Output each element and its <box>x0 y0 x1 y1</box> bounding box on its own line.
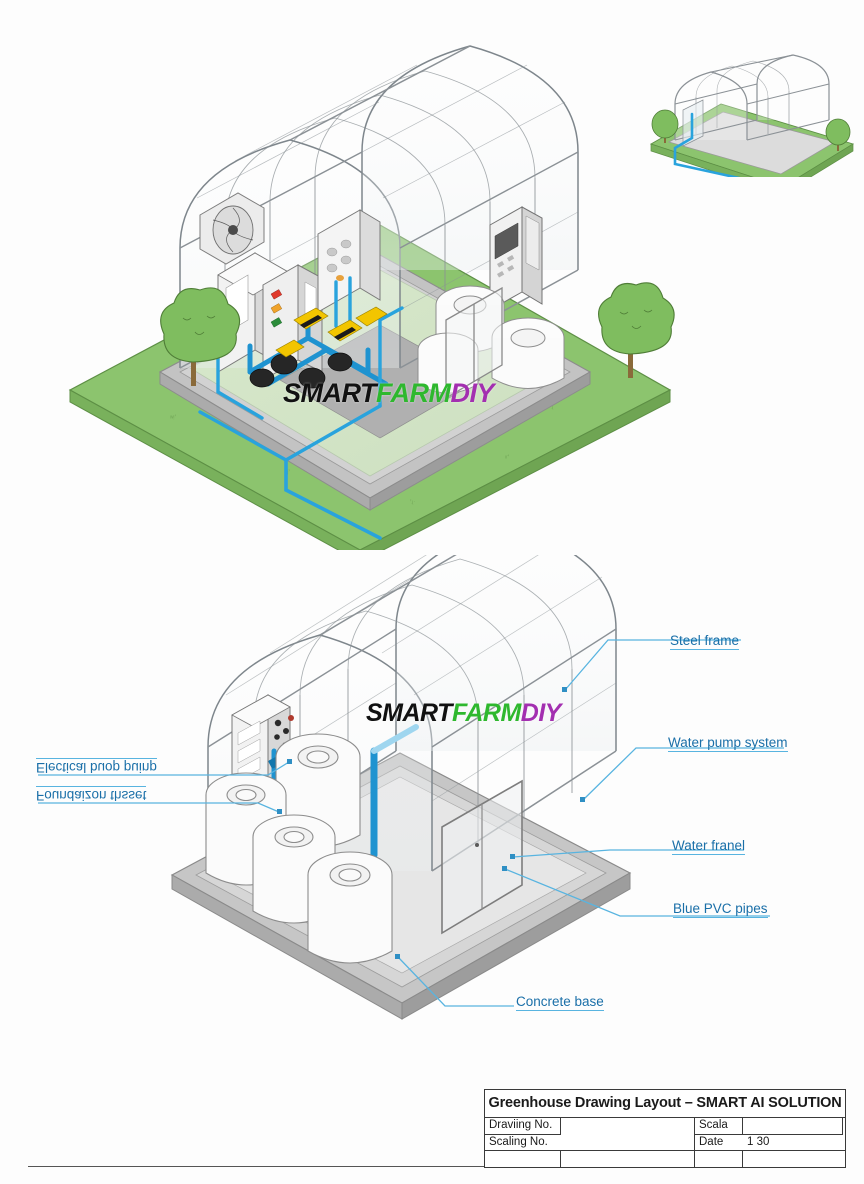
label-date: Date <box>695 1134 743 1150</box>
title-block-right-labels: Scala Date <box>695 1118 743 1150</box>
watermark-farm: FARM <box>376 378 451 408</box>
door-frame <box>445 286 503 400</box>
svg-text:ʻʵ: ʻʵ <box>550 404 554 412</box>
title-block-left-labels: Draviing No. Scaling No. <box>485 1118 561 1150</box>
label-scaling-no: Scaling No. <box>485 1134 561 1150</box>
door-frame-lower <box>441 779 523 935</box>
lower-isometric-view <box>170 555 632 1020</box>
spare-cell-3[interactable] <box>695 1151 743 1167</box>
annotation-concrete-base: Concrete base <box>516 994 604 1011</box>
annotation-water-franel: Water franel <box>672 838 746 855</box>
annotation-foundation-sheet: Foundaizon thsset <box>36 786 147 803</box>
annotation-blue-pvc-pipes: Blue PVC pipes <box>673 901 768 918</box>
watermark-smart: SMART <box>366 699 452 727</box>
svg-text:ʷᵎʻ: ʷᵎʻ <box>169 414 176 422</box>
blue-branch-pipe <box>371 724 419 754</box>
value-drawing-no[interactable] <box>561 1118 695 1150</box>
spare-cell-4[interactable] <box>743 1151 843 1167</box>
value-scala[interactable] <box>743 1118 843 1134</box>
watermark-top: SMARTFARMDIY <box>283 378 495 409</box>
title-block-right-values: 1 30 <box>743 1118 843 1150</box>
tank-front <box>307 851 393 964</box>
spare-cell-2[interactable] <box>561 1151 695 1167</box>
spare-cell-1[interactable] <box>485 1151 561 1167</box>
svg-text:ᶦʳʻ: ᶦʳʻ <box>505 454 510 462</box>
title-block-body: Draviing No. Scaling No. Scala Date 1 30 <box>485 1118 845 1151</box>
label-scala: Scala <box>695 1118 743 1134</box>
watermark-bottom: SMARTFARMDIY <box>366 699 561 728</box>
watermark-farm: FARM <box>451 699 521 727</box>
sheet-bottom-rule <box>28 1166 844 1167</box>
label-drawing-no: Draviing No. <box>485 1118 561 1134</box>
thumbnail-isometric-view <box>649 54 855 177</box>
thumbnail-tree-right <box>825 118 851 151</box>
exhaust-fan <box>199 192 265 265</box>
title-block-title: Greenhouse Drawing Layout – SMART AI SOL… <box>485 1090 845 1118</box>
annotation-water-pump-system: Water pump system <box>668 735 788 752</box>
tree-left <box>160 287 241 386</box>
tree-right <box>598 282 675 378</box>
thumbnail-pipe <box>673 112 741 177</box>
controller-cabinet-right <box>489 206 543 311</box>
annotation-steel-frame: Steel frame <box>670 633 740 650</box>
pump-skid <box>198 276 404 540</box>
watermark-diy: DIY <box>450 378 495 408</box>
thumbnail-tree-left <box>651 109 679 143</box>
svg-text:ʼʵˑ: ʼʵˑ <box>410 499 415 507</box>
title-block: Greenhouse Drawing Layout – SMART AI SOL… <box>484 1089 846 1168</box>
value-date[interactable]: 1 30 <box>743 1134 843 1150</box>
watermark-diy: DIY <box>520 699 562 727</box>
watermark-smart: SMART <box>283 378 377 408</box>
annotation-electrical-pump: Electical buop puinp <box>36 758 157 775</box>
title-block-spare-row <box>485 1151 845 1167</box>
